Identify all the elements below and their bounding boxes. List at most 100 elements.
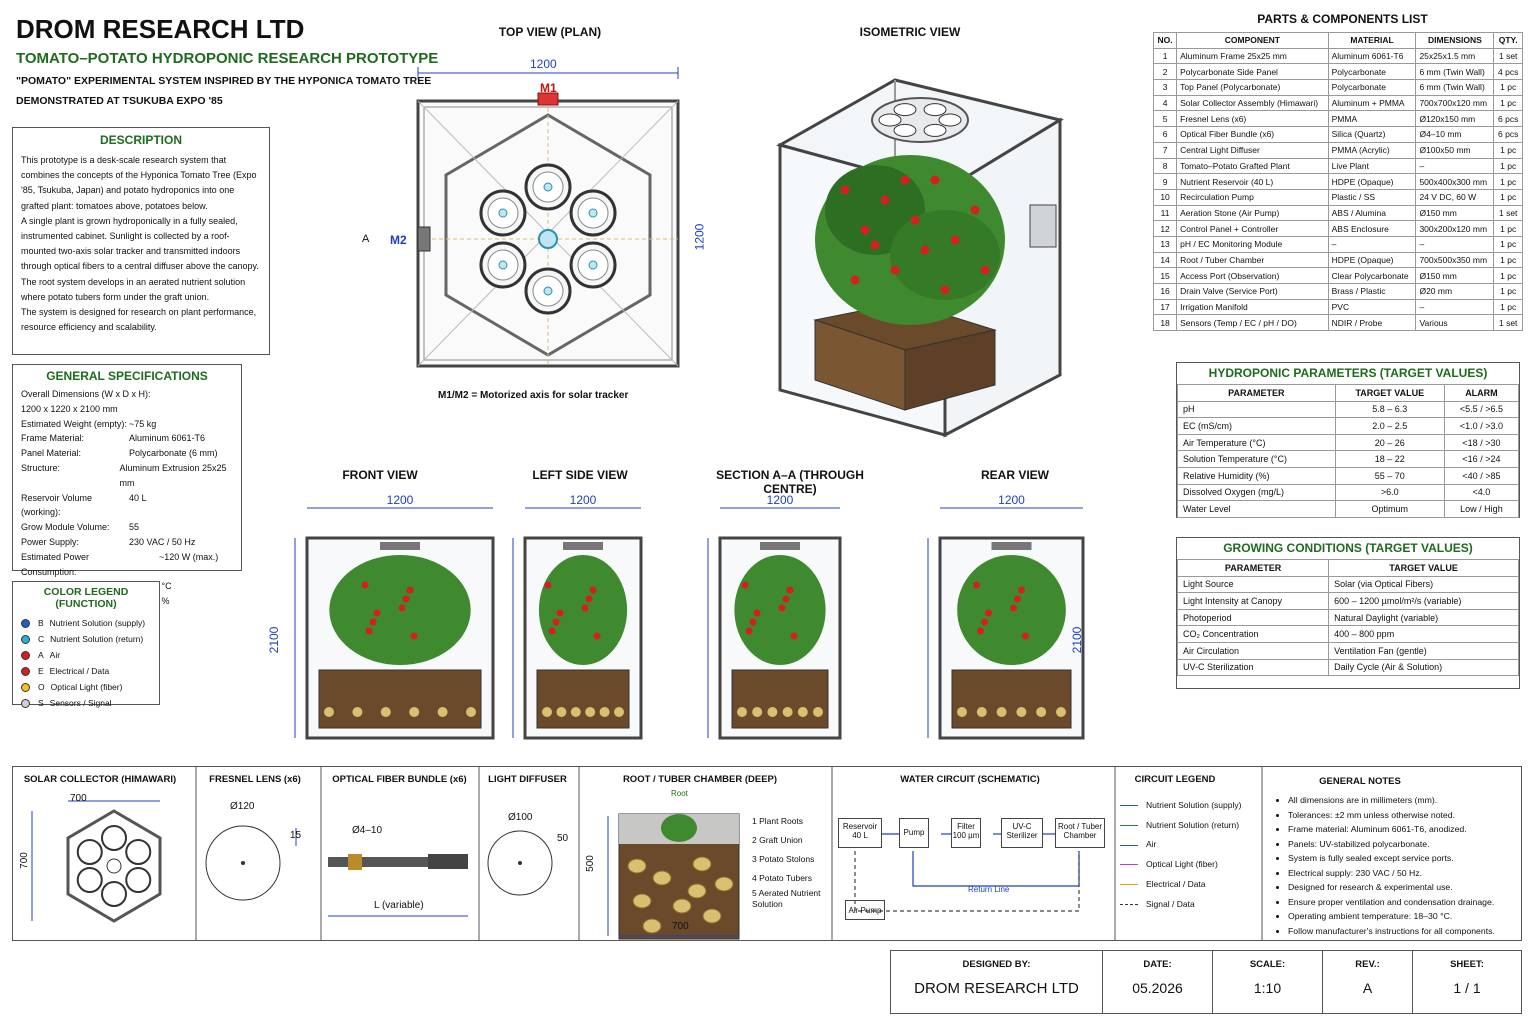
legend-swatch-icon <box>21 667 30 677</box>
tomato-icon <box>930 175 940 185</box>
parts-cell: 1 pc <box>1493 220 1523 237</box>
growing-cell: 400 – 800 ppm <box>1328 625 1519 643</box>
collector-lens-icon <box>101 825 127 851</box>
growing-title: GROWING CONDITIONS (TARGET VALUES) <box>1223 541 1473 555</box>
parts-header: NO. <box>1152 32 1178 49</box>
lens-center <box>543 182 553 192</box>
iso-view-title: ISOMETRIC VIEW <box>859 25 961 39</box>
parts-cell: 14 <box>1152 251 1178 269</box>
parts-cell: PMMA (Acrylic) <box>1327 141 1417 159</box>
tomato-icon <box>749 618 757 626</box>
root-label: 4 Potato Tubers <box>752 873 813 883</box>
parts-cell: Aluminum Frame 25x25 mm <box>1176 47 1329 65</box>
parts-header: MATERIAL <box>1327 32 1417 49</box>
iso-lens-icon <box>923 123 947 137</box>
parts-cell: 11 <box>1152 204 1178 222</box>
potato-icon <box>352 707 363 717</box>
tomato-icon <box>1022 632 1029 640</box>
hydro-cell: 18 – 22 <box>1334 450 1445 468</box>
growing-cell: Natural Daylight (variable) <box>1328 608 1519 627</box>
potato-icon <box>976 707 987 717</box>
potato-icon <box>556 707 567 717</box>
potato-icon <box>1036 707 1047 717</box>
lens-center <box>543 286 553 296</box>
parts-cell: pH / EC Monitoring Module <box>1176 235 1329 253</box>
parts-cell: Recirculation Pump <box>1176 188 1329 206</box>
note-item: Designed for research & experimental use… <box>1288 880 1518 895</box>
parts-cell: 13 <box>1152 235 1178 253</box>
arrow-icon <box>1120 864 1138 866</box>
spec-key: Overall Dimensions (W x D x H): <box>21 389 151 399</box>
top-view-title: TOP VIEW (PLAN) <box>498 25 602 39</box>
water-reservoir: Reservoir 40 L <box>838 818 882 848</box>
iso-lens-icon <box>878 113 902 127</box>
root-dim-height: 500 <box>584 855 596 872</box>
growing-header: PARAMETER <box>1176 559 1330 577</box>
drawing-title: TOMATO–POTATO HYDROPONIC RESEARCH PROTOT… <box>16 50 439 67</box>
designed-by-label: DESIGNED BY: <box>962 959 1031 970</box>
hydro-cell: Relative Humidity (%) <box>1177 466 1336 485</box>
potato-icon <box>737 707 747 717</box>
left-view-diffuser <box>563 542 603 550</box>
parts-cell: 15 <box>1152 267 1178 284</box>
water-uvc: UV-C Sterilizer <box>1001 818 1043 848</box>
parts-cell: 1 <box>1152 47 1178 65</box>
legend-swatch-icon <box>21 635 30 645</box>
fiber-title: OPTICAL FIBER BUNDLE (x6) <box>332 774 467 785</box>
rear-view-root-chamber <box>951 669 1072 729</box>
tomato-icon <box>1018 586 1025 594</box>
parts-cell: 1 pc <box>1493 79 1523 96</box>
arrow-icon <box>1120 824 1138 826</box>
tomato-icon <box>850 275 860 285</box>
circuit-legend-item: Nutrient Solution (supply) <box>1120 796 1241 816</box>
iso-lens-icon <box>893 123 917 137</box>
potato-icon <box>767 707 778 717</box>
front-view-root-chamber <box>318 669 482 729</box>
circuit-legend-label: Air <box>1146 839 1157 850</box>
parts-cell: 300x200x120 mm <box>1415 220 1495 237</box>
tomato-icon <box>786 586 794 594</box>
date-label: DATE: <box>1143 959 1172 970</box>
potato-tuber-icon <box>632 893 652 909</box>
potato-icon <box>599 707 610 717</box>
top-view-note: M1/M2 = Motorized axis for solar tracker <box>438 390 629 401</box>
parts-cell: Silica (Quartz) <box>1327 126 1417 143</box>
circuit-legend-label: Electrical / Data <box>1146 878 1206 889</box>
growing-cell: 600 – 1200 µmol/m²/s (variable) <box>1328 592 1519 610</box>
potato-icon <box>996 707 1007 717</box>
parts-cell: PMMA <box>1327 110 1417 128</box>
potato-icon <box>324 707 334 717</box>
left-view-group: 1200 <box>512 493 643 740</box>
tomato-icon <box>745 627 753 635</box>
notes-title: GENERAL NOTES <box>1319 776 1401 787</box>
growing-cell: Air Circulation <box>1176 641 1330 660</box>
parts-cell: Polycarbonate <box>1327 63 1417 81</box>
water-circuit-title: WATER CIRCUIT (SCHEMATIC) <box>900 774 1040 785</box>
parts-cell: 7 <box>1152 141 1178 159</box>
legend-label: Sensors / Signal <box>49 698 112 708</box>
parts-cell: 1 pc <box>1493 173 1523 190</box>
growing-cell: Photoperiod <box>1176 608 1330 627</box>
tomato-icon <box>369 618 377 626</box>
note-item: Tolerances: ±2 mm unless otherwise noted… <box>1288 808 1518 823</box>
hydro-cell: <18 / >30 <box>1443 433 1520 452</box>
parts-cell: NDIR / Probe <box>1327 314 1417 332</box>
parts-cell: 4 pcs <box>1493 63 1523 81</box>
parts-cell: 700x700x120 mm <box>1415 94 1495 112</box>
section-view-title: SECTION A–A (THROUGH CENTRE) <box>716 468 864 496</box>
top-dim-depth: 1200 <box>692 223 707 251</box>
description-p3: The system is designed for research on p… <box>21 307 257 333</box>
designed-by-value: DROM RESEARCH LTD <box>914 980 1079 997</box>
circuit-legend-title: CIRCUIT LEGEND <box>1134 774 1216 785</box>
tomato-icon <box>544 581 552 589</box>
fresnel-diameter: Ø120 <box>230 801 255 812</box>
hydro-row: Relative Humidity (%)55 – 70<40 / >85 <box>1177 466 1520 485</box>
